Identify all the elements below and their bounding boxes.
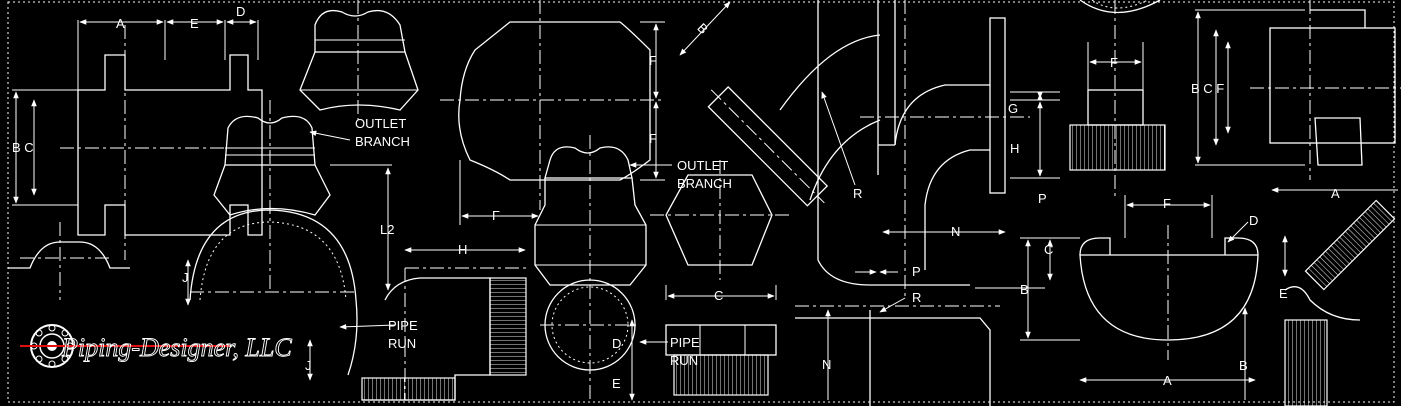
dim-label-f-nipple: F [1110, 55, 1118, 70]
dim-label-b-cap: B [1239, 358, 1248, 373]
callout-pipe-2: PIPE [670, 335, 700, 350]
dim-label-d-cap: D [1249, 213, 1258, 228]
callout-pipe-1: PIPE [388, 318, 418, 333]
callout-outlet-2: OUTLET [677, 158, 728, 173]
threaded-elbow-drawing: H [361, 242, 530, 401]
dim-label-e-union: E [1279, 286, 1288, 301]
drawing-border [7, 1, 1395, 403]
dim-label-b-lower: B [1020, 282, 1029, 297]
dim-label-h-elbow: H [458, 242, 467, 257]
dim-label-d-tee: D [236, 4, 245, 19]
tee-fitting-drawing: A E D B C [8, 4, 285, 300]
dim-label-r-90elbow: R [912, 290, 921, 305]
threaded-nipple-drawing: F P [1038, 0, 1166, 206]
union-fitting-drawing: B C F A E [1191, 0, 1401, 406]
dim-label-a-tee: A [116, 16, 125, 31]
dim-label-p-nipple: P [1038, 191, 1047, 206]
dim-label-h-90elbow: H [1010, 141, 1019, 156]
hex-head-plug-drawing: C [650, 160, 790, 396]
90-degree-elbow-drawing: N P R G H N B [795, 0, 1060, 406]
dim-label-a-union: A [1331, 186, 1340, 201]
dim-label-c-plug: C [714, 288, 723, 303]
callout-run-1: RUN [388, 336, 416, 351]
dim-label-b-45elbow: B [694, 20, 711, 37]
dim-label-f-cap: F [1163, 196, 1171, 211]
dim-label-l2: L2 [380, 222, 394, 237]
dim-label-e-threadolet: E [612, 376, 621, 391]
dim-label-bcf-union: B C F [1191, 81, 1224, 96]
dim-label-n-lower: N [822, 357, 831, 372]
dim-label-n-90elbow: N [951, 224, 960, 239]
dim-label-e-tee: E [190, 16, 199, 31]
cross-fitting-drawing: F F F [440, 0, 665, 225]
dim-label-c-cap: C [1044, 242, 1053, 257]
dim-label-a-cap: A [1163, 373, 1172, 388]
weldolet-outlet-drawing [299, 0, 419, 120]
callout-outlet-1: OUTLET [355, 116, 406, 131]
pipe-cap-drawing: F C D A B [1020, 195, 1259, 400]
dim-label-j-pipe: J [305, 358, 312, 373]
dim-label-p-90elbow: P [912, 264, 921, 279]
dim-label-f-cross-3: F [492, 208, 500, 223]
sockolet-outlet-drawing: OUTLET BRANCH L2 J J PIPE RUN [182, 100, 418, 381]
dim-label-f-cross-1: F [649, 53, 657, 68]
dim-label-j-sockolet: J [182, 270, 189, 285]
dim-label-r-45elbow: R [853, 186, 862, 201]
callout-branch-1: BRANCH [355, 134, 410, 149]
dim-label-f-cross-2: F [649, 131, 657, 146]
callout-branch-2: BRANCH [677, 176, 732, 191]
logo-wordmark: Piping-Designer, LLC [61, 333, 292, 362]
company-logo: Piping-Designer, LLC [20, 324, 293, 368]
dim-label-d-threadolet: D [612, 336, 621, 351]
dim-label-g-90elbow: G [1008, 101, 1018, 116]
dim-label-bc-tee: B C [12, 140, 34, 155]
